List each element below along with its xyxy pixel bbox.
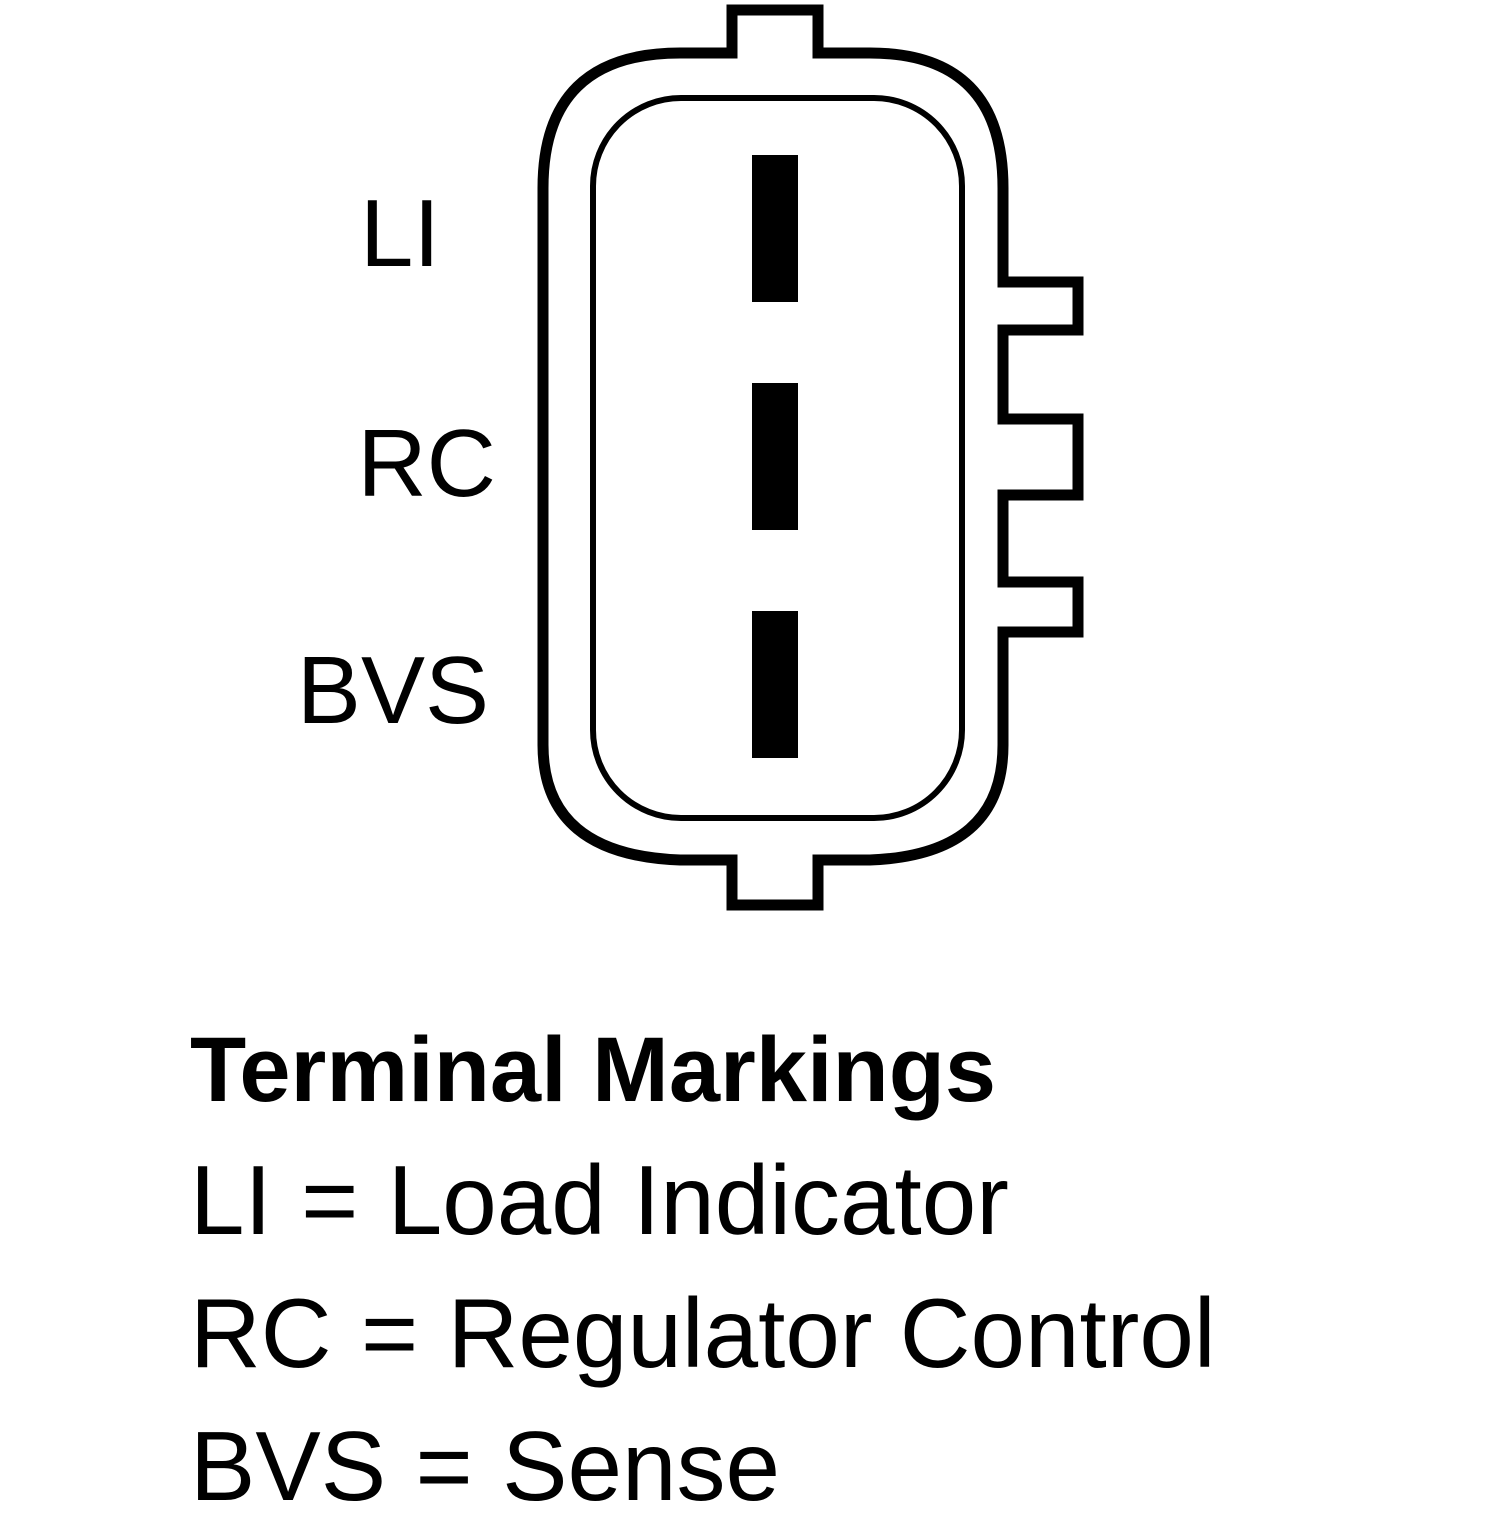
legend-code: RC xyxy=(190,1278,332,1388)
legend-separator: = xyxy=(415,1411,473,1521)
legend-meaning: Load Indicator xyxy=(387,1145,1009,1255)
legend-code: LI xyxy=(190,1145,272,1255)
connector-diagram: LI RC BVS xyxy=(297,4,1084,911)
connector-inner-cavity xyxy=(590,95,965,821)
pin-label-rc: RC xyxy=(357,410,496,517)
legend-meaning: Regulator Control xyxy=(447,1278,1216,1388)
legend-title: Terminal Markings xyxy=(190,1019,997,1121)
pin-label-bvs: BVS xyxy=(297,637,489,744)
terminal-pin-bvs xyxy=(752,611,798,758)
legend-code: BVS xyxy=(190,1411,387,1521)
terminal-pin-rc xyxy=(752,383,798,530)
pin-label-li: LI xyxy=(360,180,440,287)
legend-separator: = xyxy=(301,1145,359,1255)
legend-row-li: LI = Load Indicator xyxy=(190,1138,1480,1263)
connector-housing-outline xyxy=(537,4,1084,911)
legend-row-bvs: BVS = Sense xyxy=(190,1404,1480,1529)
legend-row-rc: RC = Regulator Control xyxy=(190,1271,1480,1396)
terminal-markings-legend: Terminal Markings LI=Load Indicator RC=R… xyxy=(190,1010,1480,1529)
terminal-pin-li xyxy=(752,155,798,302)
legend-meaning: Sense xyxy=(502,1411,780,1521)
legend-separator: = xyxy=(360,1278,419,1388)
